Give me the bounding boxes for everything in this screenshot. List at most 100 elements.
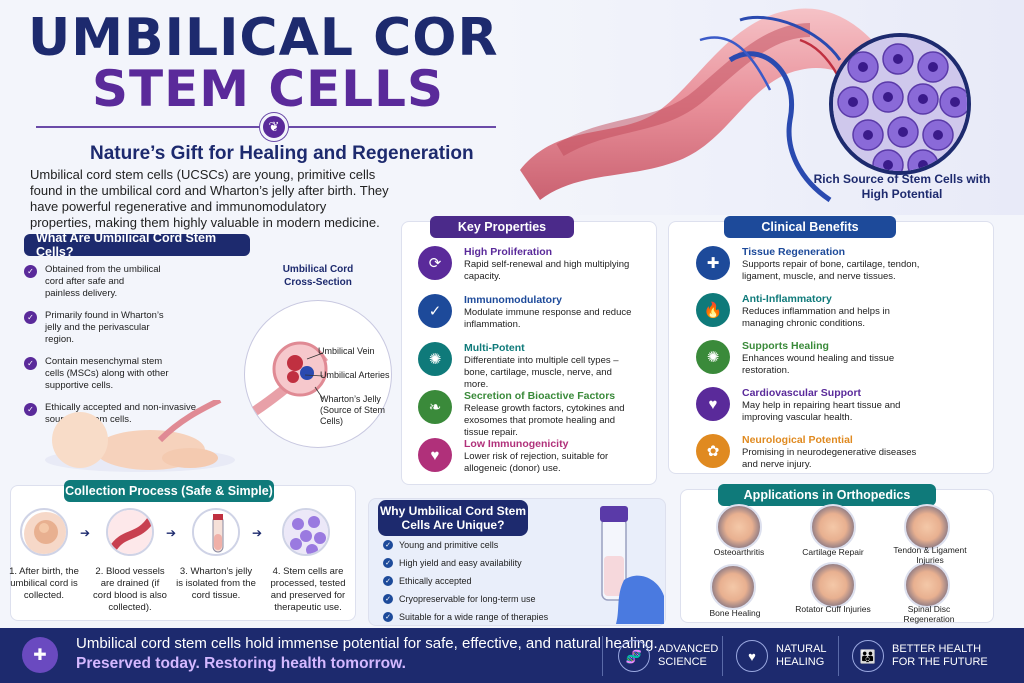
item-description: Reduces inflammation and helps in managi… — [742, 306, 890, 329]
baby-illustration — [40, 397, 240, 480]
why-heading: Why Umbilical Cord Stem Cells Are Unique… — [378, 500, 528, 536]
item-description: Supports repair of bone, cartilage, tend… — [742, 259, 920, 282]
dna-icon: 🧬 — [618, 640, 650, 672]
item-title: Tissue Regeneration — [742, 246, 846, 258]
step-2: 2. Blood vessels are drained (if cord bl… — [93, 566, 167, 613]
what-heading: What Are Umbilical Cord Stem Cells? — [24, 231, 250, 259]
shield-plus-icon: ✚ — [22, 637, 58, 673]
ortho-label: Rotator Cuff Injuries — [795, 604, 871, 614]
list-item: ✓Young and primitive cells — [383, 540, 583, 551]
list-item: ✓Primarily found in Wharton’s jelly and … — [24, 310, 256, 346]
list-item: ✓Obtained from the umbilical cord after … — [24, 264, 256, 300]
test-tube-icon — [192, 508, 240, 556]
fetus-icon — [20, 508, 68, 556]
ortho-label: Tendon & Ligament Injuries — [893, 545, 967, 565]
umbilical-cord-illustration — [500, 0, 1024, 215]
item-title: Low Immunogenicity — [464, 438, 569, 450]
heart-hand-icon: ♥ — [696, 387, 730, 421]
spine-icon — [904, 562, 950, 608]
cross-section-title: Umbilical Cord Cross-Section — [282, 264, 354, 288]
item-title: Neurological Potential — [742, 434, 853, 446]
step-1: 1. After birth, the umbilical cord is co… — [9, 566, 79, 601]
subtitle: Nature’s Gift for Healing and Regenerati… — [90, 143, 474, 164]
arrow-right-icon: ➔ — [80, 526, 91, 540]
key-properties-heading: Key Properties — [430, 216, 574, 238]
refresh-icon: ⟳ — [418, 246, 452, 280]
vial-in-hand-illustration — [586, 500, 664, 624]
ortho-label: Bone Healing — [709, 608, 761, 618]
check-icon: ✓ — [383, 594, 393, 604]
leaf-icon: ❧ — [418, 390, 452, 424]
heart-hands-icon: ♥ — [736, 640, 768, 672]
step-4: 4. Stem cells are processed, tested and … — [270, 566, 346, 613]
flame-icon: 🔥 — [696, 293, 730, 327]
item-description: Release growth factors, cytokines and ex… — [464, 403, 625, 438]
vein-label: Umbilical Vein — [318, 346, 375, 356]
check-icon: ✓ — [24, 311, 37, 324]
cross-section-circle — [244, 300, 392, 448]
item-title: Multi-Potent — [464, 342, 525, 354]
check-icon: ✓ — [383, 576, 393, 586]
brain-icon: ✿ — [696, 434, 730, 468]
clinical-benefits-heading: Clinical Benefits — [724, 216, 896, 238]
check-icon: ✓ — [24, 357, 37, 370]
check-icon: ✓ — [383, 612, 393, 622]
step-3: 3. Wharton’s jelly is isolated from the … — [176, 566, 256, 601]
list-item: ✓Suitable for a wide range of therapies — [383, 612, 583, 623]
arteries-label: Umbilical Arteries — [320, 370, 390, 380]
item-title: Secretion of Bioactive Factors — [464, 390, 616, 402]
shoulder-icon — [810, 562, 856, 608]
title-line-1: UMBILICAL CORD — [28, 8, 543, 68]
item-description: Lower risk of rejection, suitable for al… — [464, 451, 609, 474]
shield-check-icon: ✓ — [418, 294, 452, 328]
cord-vessels-icon — [106, 508, 154, 556]
footer-tagline: Preserved today. Restoring health tomorr… — [76, 655, 406, 672]
check-icon: ✓ — [383, 558, 393, 568]
people-icon: 👪 — [852, 640, 884, 672]
item-title: High Proliferation — [464, 246, 553, 258]
item-description: Differentiate into multiple cell types –… — [464, 355, 619, 390]
item-title: Immunomodulatory — [464, 294, 563, 306]
item-description: Modulate immune response and reduce infl… — [464, 307, 632, 330]
item-description: Promising in neurodegenerative diseases … — [742, 447, 917, 470]
list-item: ✓Ethically accepted — [383, 576, 583, 587]
list-item: ✓High yield and easy availability — [383, 558, 583, 569]
check-icon: ✓ — [24, 403, 37, 416]
stem-cells-icon — [282, 508, 330, 556]
bone-icon — [710, 564, 756, 610]
item-title: Cardiovascular Support — [742, 387, 862, 399]
arrow-right-icon: ➔ — [166, 526, 177, 540]
why-list: ✓Young and primitive cells ✓High yield a… — [383, 540, 583, 630]
joint-icon: ✚ — [696, 246, 730, 280]
list-item: ✓Cryopreservable for long-term use — [383, 594, 583, 605]
title-line-2: STEM CELLS — [92, 60, 445, 118]
item-title: Anti-Inflammatory — [742, 293, 832, 305]
ankle-icon — [904, 504, 950, 550]
cells-icon: ✺ — [696, 340, 730, 374]
orthopedics-heading: Applications in Orthopedics — [718, 484, 936, 506]
stem-cells-magnified — [829, 33, 971, 175]
arrow-right-icon: ➔ — [252, 526, 263, 540]
check-icon: ✓ — [383, 540, 393, 550]
footer-divider — [602, 636, 603, 676]
ortho-label: Osteoarthritis — [713, 547, 765, 557]
jelly-label: Wharton’s Jelly (Source of Stem Cells) — [320, 394, 386, 426]
collection-heading: Collection Process (Safe & Simple) — [64, 480, 274, 502]
item-description: May help in repairing heart tissue and i… — [742, 400, 901, 423]
knee-icon — [716, 504, 762, 550]
intro-text: Umbilical cord stem cells (UCSCs) are yo… — [30, 167, 389, 230]
ortho-label: Spinal Disc Regeneration — [903, 604, 955, 624]
